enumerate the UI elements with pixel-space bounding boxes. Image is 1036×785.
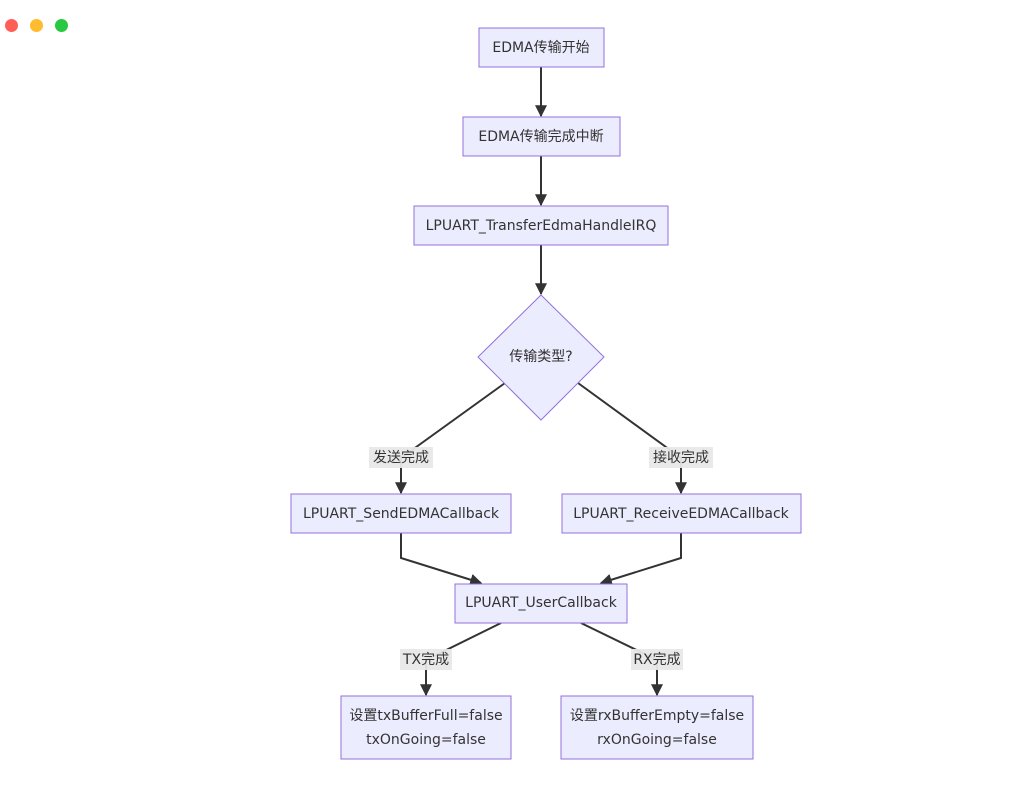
node-edma-start[interactable]: EDMA传输开始 xyxy=(478,27,605,68)
node-handle-irq-text: LPUART_TransferEdmaHandleIRQ xyxy=(426,218,657,234)
node-handle-irq[interactable]: LPUART_TransferEdmaHandleIRQ xyxy=(413,205,669,246)
edge-label-send-done: 发送完成 xyxy=(369,447,433,468)
edge-label-recv-done-text: 接收完成 xyxy=(653,449,709,466)
node-transfer-type-decision[interactable]: 传输类型? xyxy=(477,294,605,421)
node-edma-start-text: EDMA传输开始 xyxy=(492,40,589,56)
node-tx-set-flags-line1: 设置txBufferFull=false xyxy=(349,708,502,724)
edge-label-tx-done: TX完成 xyxy=(400,649,452,670)
edge-decision-to-send xyxy=(395,382,506,495)
edge-label-rx-done: RX完成 xyxy=(631,649,683,670)
node-receive-callback[interactable]: LPUART_ReceiveEDMACallback xyxy=(561,493,802,534)
edge-label-rx-done-text: RX完成 xyxy=(633,652,680,668)
edge-label-recv-done: 接收完成 xyxy=(649,447,713,468)
node-send-callback[interactable]: LPUART_SendEDMACallback xyxy=(290,493,512,534)
window-close-button[interactable] xyxy=(5,19,18,32)
node-tx-set-flags-line2: txOnGoing=false xyxy=(366,732,486,748)
edge-decision-to-recv xyxy=(577,382,687,495)
node-send-callback-text: LPUART_SendEDMACallback xyxy=(303,506,500,522)
node-rx-set-flags-line2: rxOnGoing=false xyxy=(597,732,717,748)
window-zoom-button[interactable] xyxy=(55,19,68,32)
edge-send-to-user xyxy=(400,533,483,586)
edge-recv-to-user xyxy=(599,533,682,586)
node-user-callback[interactable]: LPUART_UserCallback xyxy=(454,583,628,624)
node-transfer-type-decision-text: 传输类型? xyxy=(509,349,572,365)
node-rx-set-flags-line1: 设置rxBufferEmpty=false xyxy=(570,708,744,724)
node-rx-set-flags[interactable]: 设置rxBufferEmpty=false rxOnGoing=false xyxy=(560,695,754,760)
node-edma-irq-text: EDMA传输完成中断 xyxy=(478,129,603,145)
node-tx-set-flags[interactable]: 设置txBufferFull=false txOnGoing=false xyxy=(340,695,512,760)
node-edma-irq[interactable]: EDMA传输完成中断 xyxy=(462,116,621,157)
window-minimize-button[interactable] xyxy=(30,19,43,32)
node-receive-callback-text: LPUART_ReceiveEDMACallback xyxy=(573,506,789,522)
edge-label-tx-done-text: TX完成 xyxy=(402,652,449,668)
node-user-callback-text: LPUART_UserCallback xyxy=(465,595,618,611)
edge-label-send-done-text: 发送完成 xyxy=(373,450,429,466)
